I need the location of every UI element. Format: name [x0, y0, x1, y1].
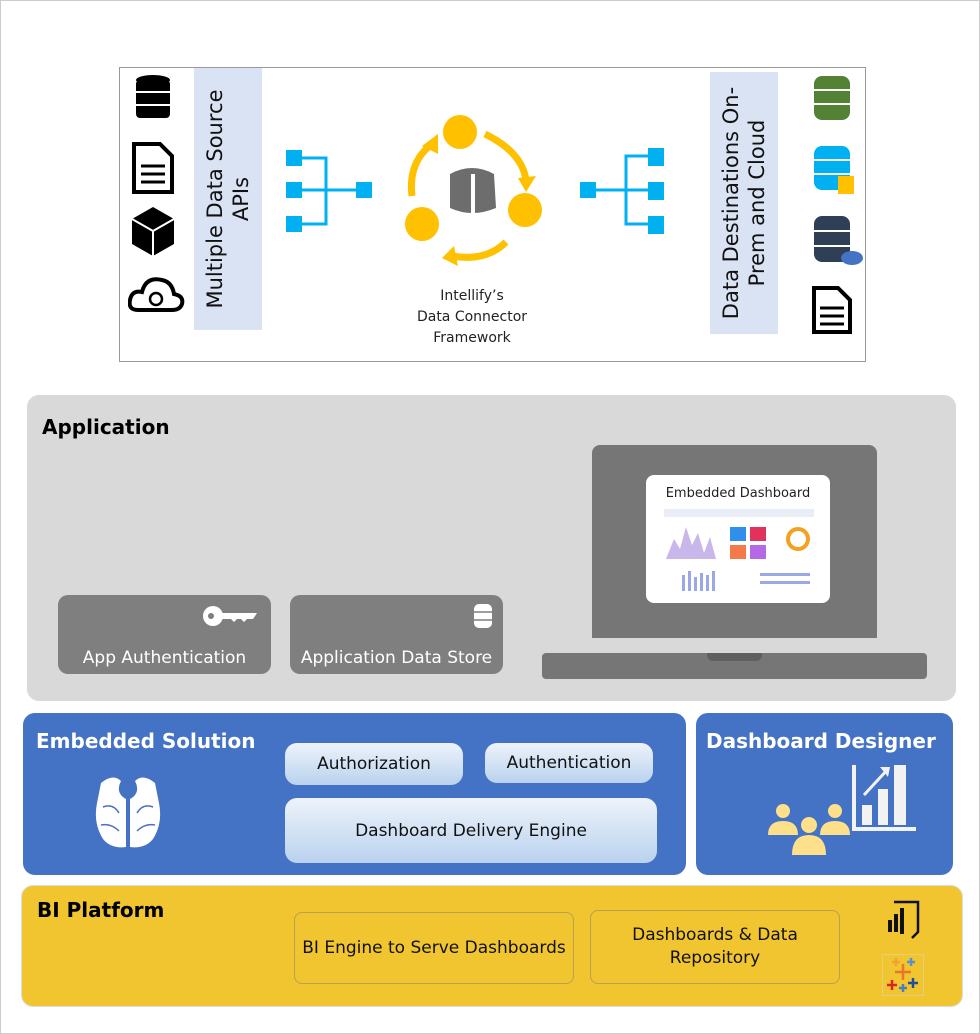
database-icon [474, 604, 492, 628]
application-panel: Application App Authentication Applicati… [27, 395, 956, 701]
caption-line: Data Connector [416, 309, 528, 325]
dashboard-thumbnail [664, 509, 814, 591]
application-title: Application [42, 415, 170, 439]
embedded-solution-panel: Embedded Solution Authorization Authenti… [23, 713, 686, 875]
authorization-box: Authorization [285, 743, 463, 785]
database-green-icon [814, 76, 850, 120]
document-icon [132, 142, 174, 194]
bi-platform-title: BI Platform [37, 898, 165, 922]
authentication-box: Authentication [485, 743, 653, 783]
dashboard-delivery-engine-box: Dashboard Delivery Engine [285, 798, 657, 863]
app-authentication-box: App Authentication [58, 595, 271, 674]
key-icon [203, 606, 257, 626]
destination-icons [812, 76, 863, 334]
application-data-store-label: Application Data Store [300, 648, 493, 668]
embedded-dashboard-label: Embedded Dashboard [665, 486, 811, 501]
source-label: Multiple Data Source APIs [203, 89, 253, 309]
bi-engine-label: BI Engine to Serve Dashboards [302, 937, 566, 958]
data-connector-cycle-icon [405, 115, 542, 266]
database-icon [136, 75, 170, 118]
brain-icon [95, 777, 161, 848]
cloud-sync-icon [128, 277, 185, 312]
authentication-label: Authentication [506, 753, 632, 773]
source-network-icon [286, 150, 372, 232]
application-data-store-box: Application Data Store [290, 595, 503, 674]
source-label-band: Multiple Data Source APIs [194, 68, 262, 330]
repository-label-line: Dashboards & Data [632, 925, 798, 945]
database-blue-icon [814, 146, 854, 194]
dashboard-delivery-engine-label: Dashboard Delivery Engine [355, 820, 587, 841]
caption-line: Framework [433, 330, 511, 346]
laptop-screen: Embedded Dashboard [592, 445, 877, 638]
framework-caption: Intellify’s Data Connector Framework [392, 286, 552, 349]
dashboard-designer-panel: Dashboard Designer [696, 713, 953, 875]
destination-label-band: Data Destinations On-Prem and Cloud [710, 72, 778, 334]
destination-network-icon [580, 148, 664, 234]
power-bi-icon [888, 900, 920, 939]
database-cloud-icon [814, 216, 863, 265]
document-icon [812, 286, 852, 334]
laptop-notch [707, 653, 762, 661]
authorization-label: Authorization [317, 754, 431, 774]
bi-engine-box: BI Engine to Serve Dashboards [294, 912, 574, 984]
source-icons [128, 75, 185, 312]
package-icon [131, 207, 175, 256]
app-authentication-label: App Authentication [82, 648, 247, 668]
tableau-icon [882, 954, 924, 996]
embedded-dashboard-preview: Embedded Dashboard [646, 475, 830, 603]
team-chart-icon [768, 765, 916, 855]
dashboard-designer-title: Dashboard Designer [706, 729, 936, 753]
repository-label-line: Repository [669, 948, 761, 968]
embedded-solution-title: Embedded Solution [36, 729, 256, 753]
data-connector-section: Multiple Data Source APIs Intellify’s Da… [119, 67, 866, 362]
laptop-base [542, 653, 927, 679]
bi-platform-panel: BI Platform BI Engine to Serve Dashboard… [21, 885, 963, 1007]
caption-line: Intellify’s [440, 288, 504, 304]
destination-label: Data Destinations On-Prem and Cloud [719, 86, 769, 320]
